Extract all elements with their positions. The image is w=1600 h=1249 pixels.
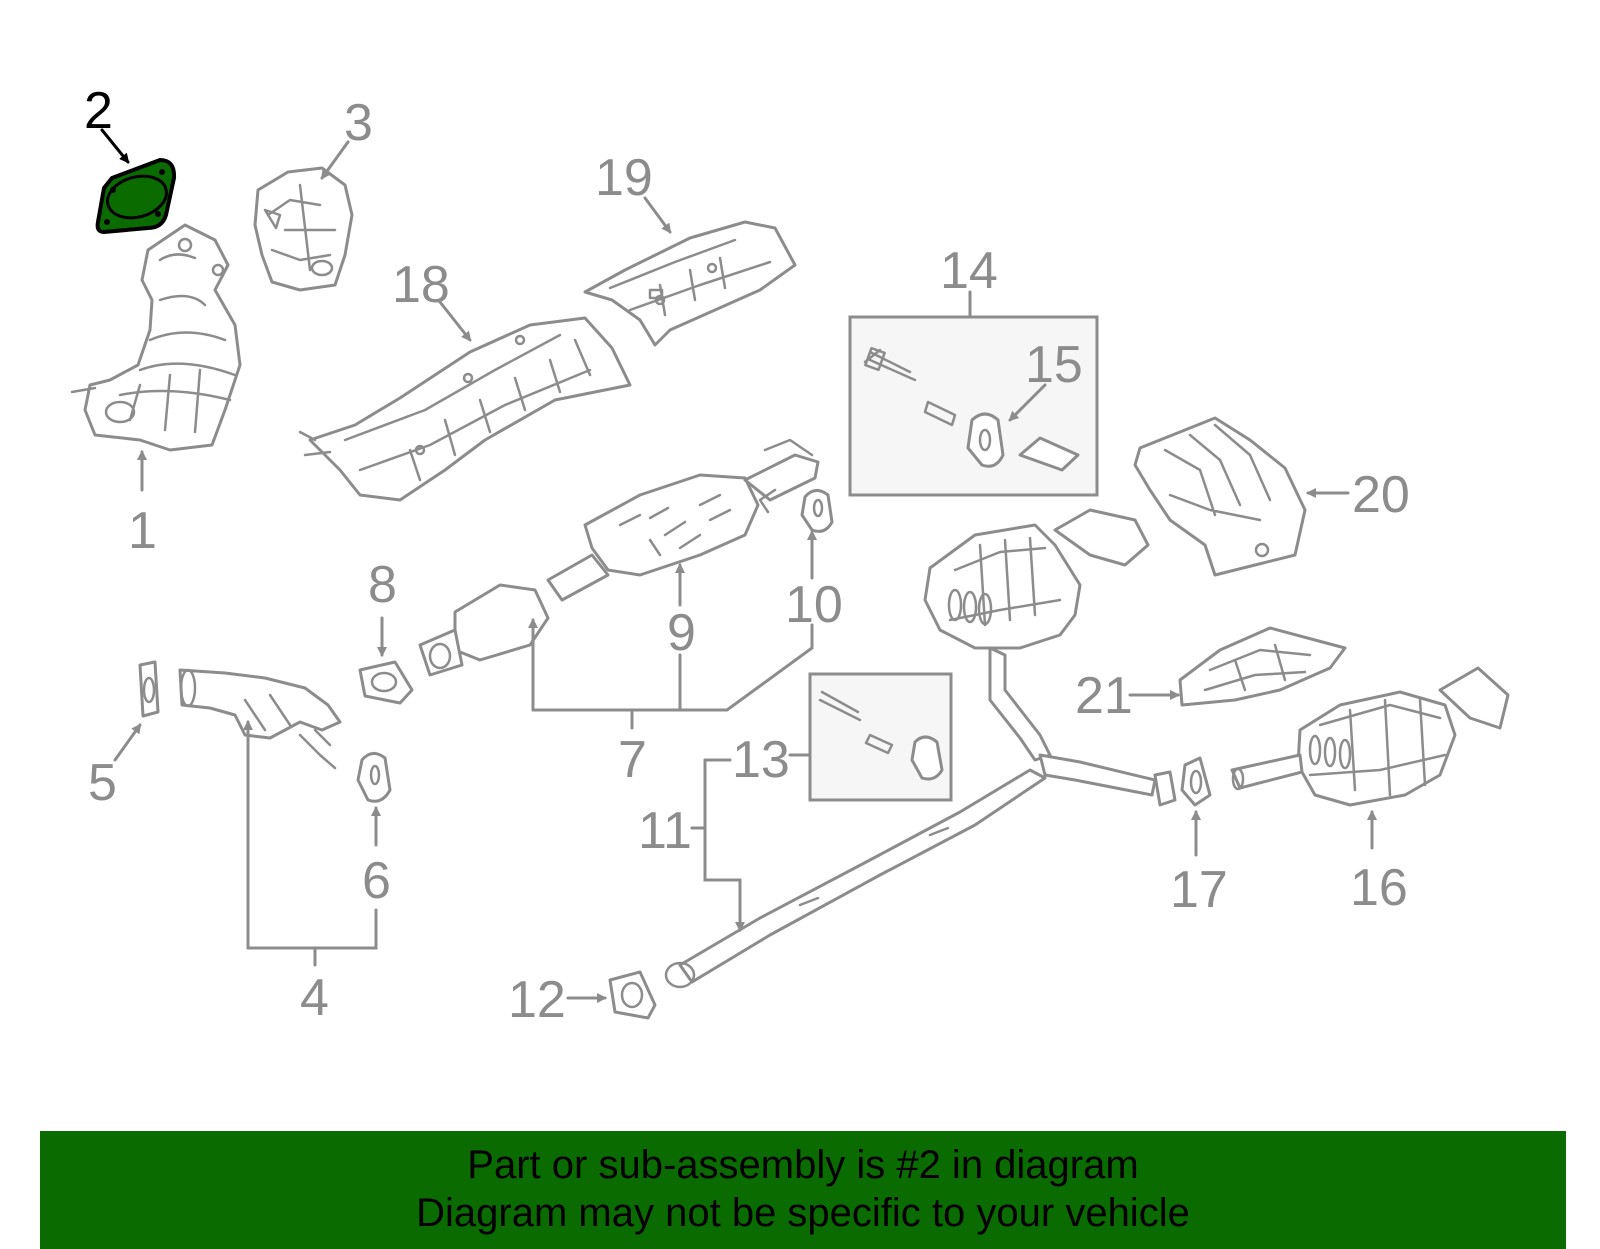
part-13-box[interactable] <box>808 672 953 802</box>
part-6-hanger[interactable] <box>356 752 392 803</box>
callout-17: 17 <box>1170 861 1228 919</box>
part-4-front-pipe[interactable] <box>178 668 342 770</box>
part-2-gasket[interactable] <box>95 157 177 235</box>
callout-15: 15 <box>1025 336 1083 394</box>
part-10-hanger[interactable] <box>800 489 834 533</box>
callout-14: 14 <box>940 242 998 300</box>
callout-7: 7 <box>618 731 647 789</box>
callout-2: 2 <box>84 82 113 140</box>
callout-3: 3 <box>344 94 373 152</box>
part-8-gasket[interactable] <box>358 660 414 705</box>
banner-line-2: Diagram may not be specific to your vehi… <box>416 1191 1190 1235</box>
callout-1: 1 <box>128 502 157 560</box>
rear-muffler-assembly[interactable] <box>664 508 1177 989</box>
callout-21: 21 <box>1075 667 1133 725</box>
part-20-heat-shield[interactable] <box>1133 416 1307 577</box>
callout-10: 10 <box>785 576 843 634</box>
callout-19: 19 <box>595 149 653 207</box>
part-15-hanger[interactable] <box>966 412 1080 472</box>
part-1-manifold-converter[interactable] <box>70 223 242 452</box>
banner-line-1: Part or sub-assembly is #2 in diagram <box>467 1143 1139 1187</box>
part-3-heat-shield[interactable] <box>253 166 354 292</box>
callout-4: 4 <box>300 969 329 1027</box>
callout-18: 18 <box>392 256 450 314</box>
part-16-muffler[interactable] <box>1230 666 1510 807</box>
part-12-gasket[interactable] <box>608 970 657 1020</box>
notice-banner: Part or sub-assembly is #2 in diagram Di… <box>40 1131 1566 1249</box>
callout-6: 6 <box>362 852 391 910</box>
callout-8: 8 <box>368 556 397 614</box>
callout-16: 16 <box>1350 859 1408 917</box>
callout-13: 13 <box>732 731 790 789</box>
callout-9: 9 <box>667 604 696 662</box>
callout-5: 5 <box>88 754 117 812</box>
callout-12: 12 <box>508 971 566 1029</box>
part-19-heat-shield[interactable] <box>583 220 797 347</box>
part-21-heat-shield[interactable] <box>1178 626 1347 707</box>
leader-lines <box>100 128 1377 1003</box>
part-18-heat-shield[interactable] <box>298 316 632 502</box>
callout-20: 20 <box>1352 466 1410 524</box>
callout-11: 11 <box>638 802 692 860</box>
part-17-gasket[interactable] <box>1180 756 1212 807</box>
part-5-gasket[interactable] <box>138 660 160 718</box>
part-9-center-converter[interactable] <box>418 438 820 677</box>
callout-labels: 1 2 3 4 5 6 7 8 9 10 11 12 13 14 15 16 1… <box>84 82 1410 1029</box>
